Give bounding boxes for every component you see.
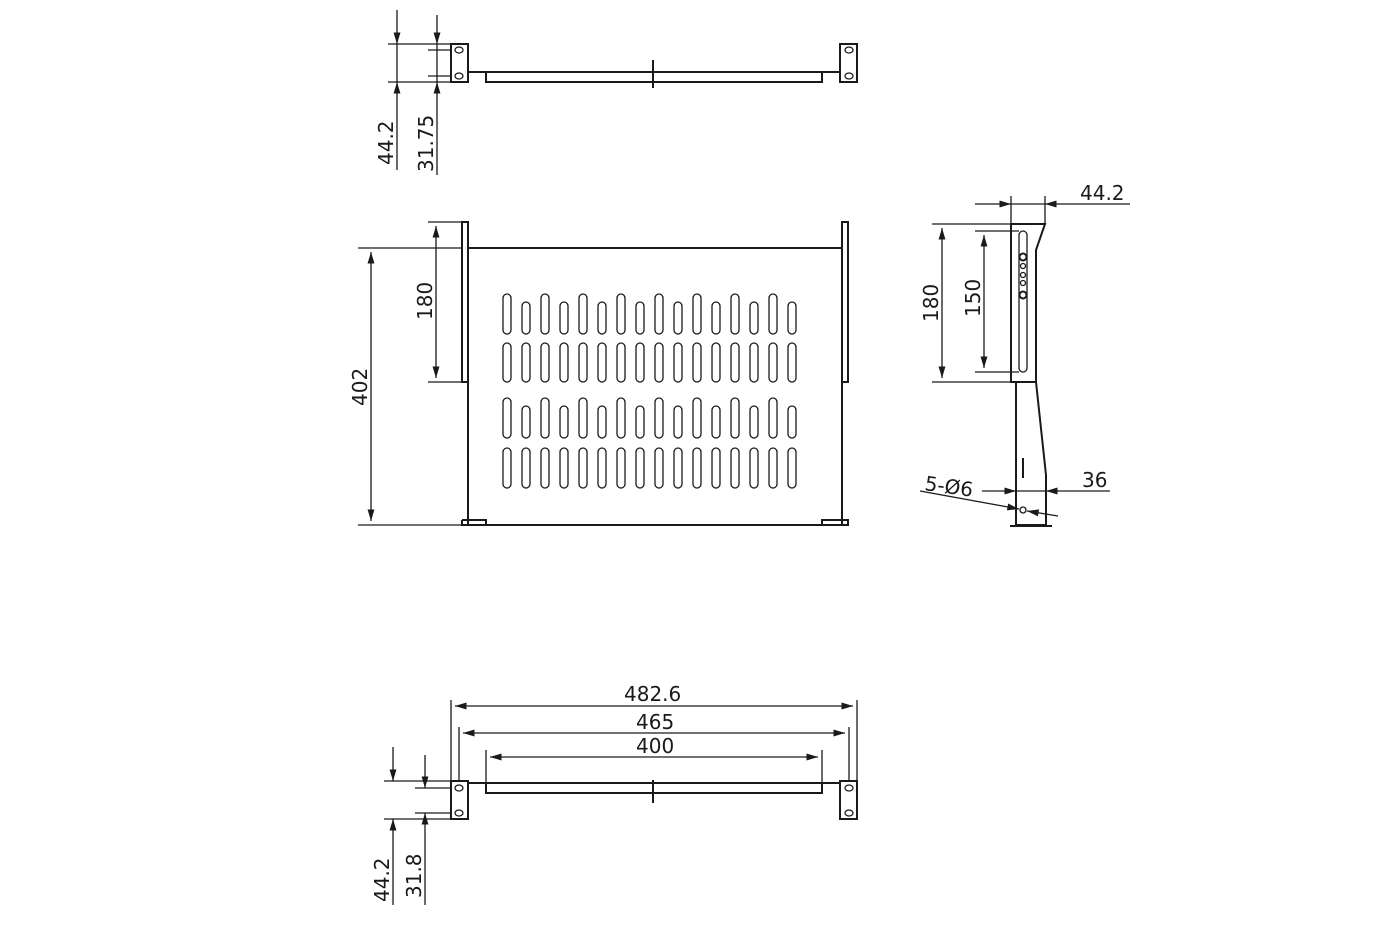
- vent-slot: [540, 293, 550, 335]
- vent-slot: [559, 301, 569, 335]
- vent-slot: [502, 342, 512, 383]
- vent-slot: [692, 293, 702, 335]
- dim-31-75-top: 31.75: [414, 115, 438, 172]
- bottom-view: 482.6 465 400 44.2 31.8: [370, 682, 858, 905]
- front-view: 402 180: [348, 221, 849, 526]
- vent-slot: [635, 447, 645, 489]
- dim-44-2-side: 44.2: [1080, 181, 1125, 205]
- vent-slot: [635, 405, 645, 439]
- vent-slot: [768, 342, 778, 383]
- vent-slot: [749, 342, 759, 383]
- vent-slot: [673, 405, 683, 439]
- vent-slot: [673, 447, 683, 489]
- vent-slot: [578, 447, 588, 489]
- vent-slot: [768, 447, 778, 489]
- vent-slot: [730, 397, 740, 439]
- vent-slot: [711, 447, 721, 489]
- vent-slot: [692, 397, 702, 439]
- vent-slot: [768, 397, 778, 439]
- dim-150: 150: [961, 279, 985, 317]
- dim-180-side: 180: [919, 284, 943, 322]
- dim-44-2-top: 44.2: [374, 120, 398, 165]
- vent-slot: [749, 405, 759, 439]
- vent-slot: [521, 405, 531, 439]
- vent-slot: [559, 405, 569, 439]
- vent-slot: [711, 405, 721, 439]
- vent-slot: [787, 447, 797, 489]
- vent-slot: [673, 342, 683, 383]
- vent-slot: [540, 342, 550, 383]
- vent-slot: [749, 301, 759, 335]
- vent-slot: [787, 301, 797, 335]
- dim-31-8: 31.8: [402, 853, 426, 898]
- dim-44-2-bottom: 44.2: [370, 857, 394, 902]
- vent-slot: [654, 342, 664, 383]
- vent-slot: [654, 447, 664, 489]
- dim-180-front: 180: [413, 282, 437, 320]
- ventilation-slots: [502, 293, 797, 489]
- dim-482-6: 482.6: [624, 682, 681, 706]
- dim-465: 465: [636, 710, 674, 734]
- vent-slot: [635, 342, 645, 383]
- dim-5-holes: 5-Ø6: [923, 471, 974, 502]
- vent-slot: [730, 447, 740, 489]
- vent-slot: [597, 342, 607, 383]
- vent-slot: [578, 397, 588, 439]
- vent-slot: [768, 293, 778, 335]
- vent-slot: [654, 397, 664, 439]
- vent-slot: [787, 342, 797, 383]
- vent-slot: [749, 447, 759, 489]
- top-view: 44.2 31.75: [374, 10, 858, 175]
- vent-slot: [521, 447, 531, 489]
- vent-slot: [597, 405, 607, 439]
- vent-slot: [673, 301, 683, 335]
- vent-slot: [711, 342, 721, 383]
- vent-slot: [616, 447, 626, 489]
- vent-slot: [559, 447, 569, 489]
- vent-slot: [502, 293, 512, 335]
- vent-slot: [502, 397, 512, 439]
- vent-slot: [787, 405, 797, 439]
- left-ear: [450, 43, 469, 83]
- vent-slot: [521, 301, 531, 335]
- dim-400: 400: [636, 734, 674, 758]
- vent-slot: [502, 447, 512, 489]
- vent-slot: [521, 342, 531, 383]
- vent-slot: [578, 342, 588, 383]
- right-ear: [839, 43, 858, 83]
- vent-slot: [730, 293, 740, 335]
- vent-slot: [540, 447, 550, 489]
- vent-slot: [730, 342, 740, 383]
- vent-slot: [692, 342, 702, 383]
- vent-slot: [635, 301, 645, 335]
- vent-slot: [692, 447, 702, 489]
- vent-slot: [616, 342, 626, 383]
- side-view: 44.2 180 150 5-Ø6 36: [919, 181, 1130, 527]
- bracket-outline: [1010, 223, 1047, 526]
- dim-402: 402: [348, 368, 372, 406]
- vent-slot: [540, 397, 550, 439]
- vent-slot: [654, 293, 664, 335]
- vent-slot: [711, 301, 721, 335]
- vent-slot: [616, 293, 626, 335]
- vent-slot: [616, 397, 626, 439]
- vent-slot: [559, 342, 569, 383]
- dim-36: 36: [1082, 468, 1107, 492]
- side-slot: [1018, 230, 1028, 373]
- vent-slot: [597, 447, 607, 489]
- vent-slot: [597, 301, 607, 335]
- vent-slot: [578, 293, 588, 335]
